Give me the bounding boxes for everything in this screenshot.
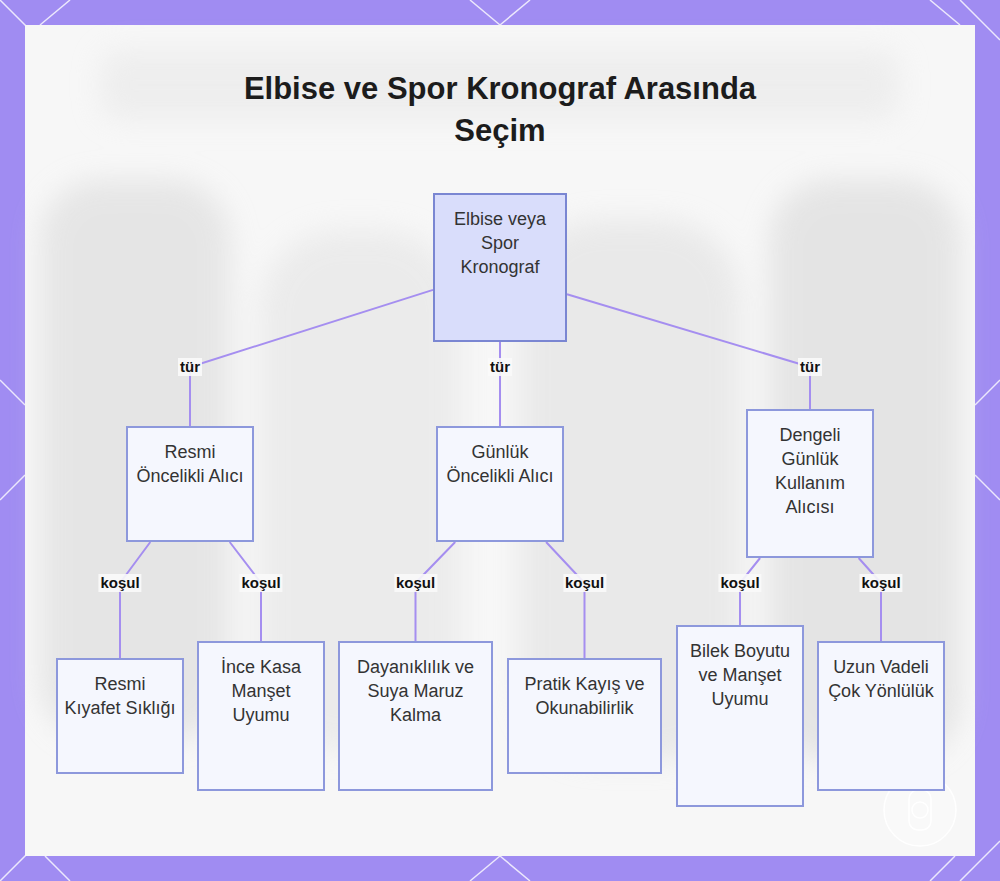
edge-label: tür	[488, 358, 512, 376]
connector-line	[859, 558, 881, 641]
connector-line	[120, 542, 150, 658]
node-label: Dengeli Günlük Kullanım Alıcısı	[754, 423, 866, 519]
node-label: Resmi Kıyafet Sıklığı	[64, 672, 176, 720]
connector-line	[546, 542, 584, 658]
category-box: Pratik Kayış ve Okunabilirlik	[507, 658, 662, 774]
node-label: Bilek Boyutu ve Manşet Uyumu	[684, 639, 796, 711]
edge-label: tür	[798, 358, 822, 376]
node-label: Dayanıklılık ve Suya Maruz Kalma	[346, 655, 485, 727]
connector-line	[567, 294, 810, 409]
node-label: Günlük Öncelikli Alıcı	[444, 440, 556, 488]
connector-line	[499, 342, 501, 426]
node-label: Uzun Vadeli Çok Yönlülük	[825, 655, 937, 703]
root-box: Elbise veya Spor Kronograf	[433, 193, 567, 342]
category-box: İnce Kasa Manşet Uyumu	[197, 641, 325, 791]
node-label: Pratik Kayış ve Okunabilirlik	[515, 672, 654, 720]
edge-label: koşul	[98, 574, 141, 592]
edge-label: koşul	[859, 574, 902, 592]
diagram-title: Elbise ve Spor Kronograf Arasında Seçim	[210, 68, 790, 152]
edge-label: tür	[178, 358, 202, 376]
category-box: Resmi Öncelikli Alıcı	[126, 426, 254, 542]
connector-line	[190, 290, 433, 426]
canvas-area	[25, 25, 975, 856]
edge-label: koşul	[394, 574, 437, 592]
category-box: Dengeli Günlük Kullanım Alıcısı	[746, 409, 874, 558]
node-label: Elbise veya Spor Kronograf	[441, 207, 559, 279]
category-box: Günlük Öncelikli Alıcı	[436, 426, 564, 542]
category-box: Resmi Kıyafet Sıklığı	[56, 658, 184, 774]
category-box: Dayanıklılık ve Suya Maruz Kalma	[338, 641, 493, 791]
edge-label: koşul	[239, 574, 282, 592]
edge-label: koşul	[718, 574, 761, 592]
edge-label: koşul	[563, 574, 606, 592]
category-box: Bilek Boyutu ve Manşet Uyumu	[676, 625, 804, 807]
node-label: Resmi Öncelikli Alıcı	[134, 440, 246, 488]
node-label: İnce Kasa Manşet Uyumu	[205, 655, 317, 727]
category-box: Uzun Vadeli Çok Yönlülük	[817, 641, 945, 791]
